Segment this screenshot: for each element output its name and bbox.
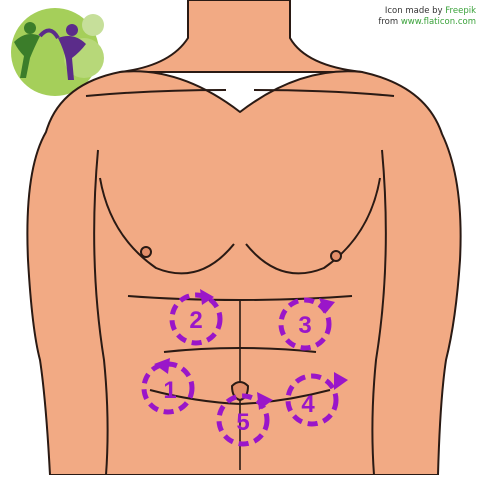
point-label: 4 (301, 391, 315, 418)
point-label: 1 (163, 377, 176, 404)
point-label: 2 (189, 307, 202, 334)
massage-point-2: 2 (172, 289, 220, 343)
arrow-icon (334, 372, 348, 390)
massage-point-5: 5 (219, 392, 273, 444)
massage-point-3: 3 (281, 298, 335, 348)
massage-point-1: 1 (144, 358, 192, 412)
massage-point-4: 4 (288, 372, 348, 424)
point-label: 5 (236, 409, 249, 436)
point-label: 3 (298, 312, 311, 339)
